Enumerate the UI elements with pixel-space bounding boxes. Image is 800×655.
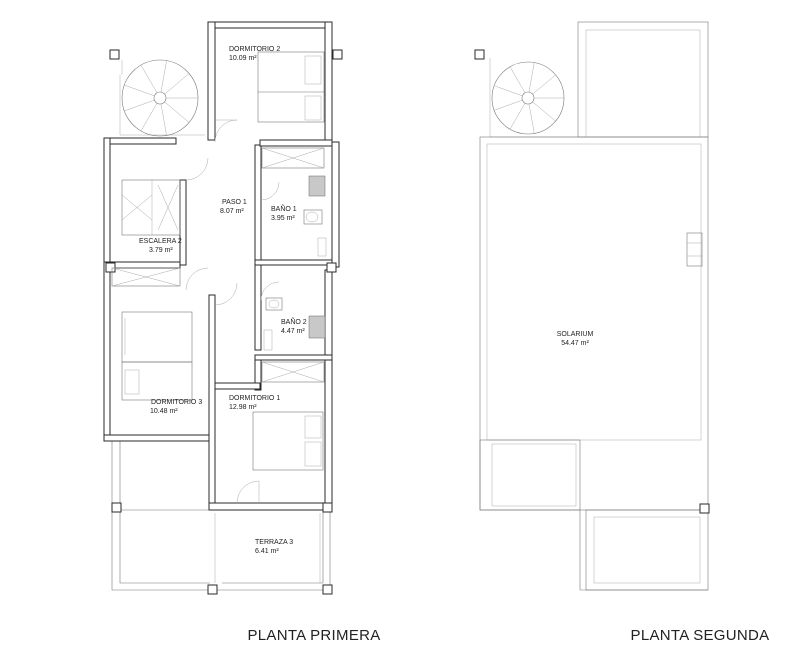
room-name: PASO 1: [222, 199, 247, 206]
spiral-staircase: [121, 59, 199, 137]
planta-primera-plan: DORMITORIO 2 10.09 m² PASO 1 8.07 m² BAÑ…: [103, 21, 380, 644]
room-name: DORMITORIO 3: [151, 399, 202, 406]
room-name: DORMITORIO 2: [229, 46, 280, 53]
spiral-staircase-upper: [491, 61, 565, 135]
room-area: 10.48 m²: [150, 408, 178, 415]
room-area: 3.95 m²: [271, 215, 295, 222]
room-area: 54.47 m²: [561, 340, 589, 347]
roof-outlines: [479, 21, 709, 591]
bed-dormitorio-3: [121, 311, 193, 401]
room-labels-planta-segunda: SOLARIUM 54.47 m²: [557, 331, 594, 347]
room-name: ESCALERA 2: [139, 238, 182, 245]
wardrobes: [111, 147, 325, 383]
column-markers: [105, 49, 343, 595]
bed-dormitorio-1: [252, 411, 324, 471]
room-name: SOLARIUM: [557, 331, 594, 338]
room-name: BAÑO 1: [271, 204, 297, 213]
room-area: 8.07 m²: [220, 208, 244, 215]
room-name: TERRAZA 3: [255, 539, 293, 546]
bathroom-fixtures: [263, 175, 327, 351]
plan-title: PLANTA PRIMERA: [247, 627, 380, 644]
room-area: 6.41 m²: [255, 548, 279, 555]
door-swings: [185, 119, 280, 504]
plan-title: PLANTA SEGUNDA: [631, 627, 770, 644]
room-area: 3.79 m²: [149, 247, 173, 254]
room-area: 10.09 m²: [229, 55, 257, 62]
planta-segunda-plan: SOLARIUM 54.47 m² PLANTA SEGUNDA: [474, 21, 770, 644]
room-area: 4.47 m²: [281, 328, 305, 335]
roof-column-markers: [474, 49, 710, 514]
room-labels-planta-primera: DORMITORIO 2 10.09 m² PASO 1 8.07 m² BAÑ…: [139, 46, 307, 555]
room-name: BAÑO 2: [281, 317, 307, 326]
straight-stairs: [121, 179, 181, 236]
walls: [103, 21, 340, 511]
room-area: 12.98 m²: [229, 404, 257, 411]
room-name: DORMITORIO 1: [229, 395, 280, 402]
bed-dormitorio-2: [257, 51, 325, 123]
